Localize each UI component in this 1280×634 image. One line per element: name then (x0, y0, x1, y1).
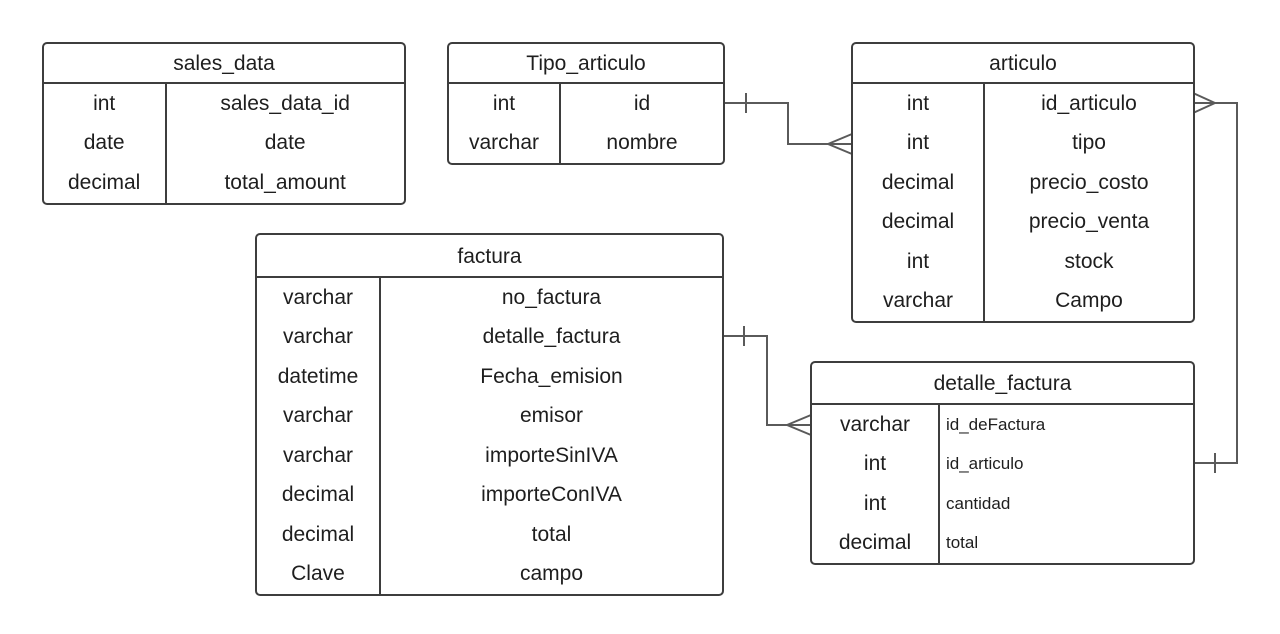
field-type: datetime (277, 364, 359, 388)
field-type: decimal (881, 170, 955, 194)
field-type: varchar (839, 412, 911, 436)
column-divider (165, 84, 167, 203)
field-name: stock (1064, 249, 1114, 273)
field-row: decimal precio_costo (853, 163, 1193, 203)
field-row: int sales_data_id (44, 84, 404, 124)
field-row: decimal importeConIVA (257, 476, 722, 516)
field-type: varchar (882, 289, 954, 313)
field-name: nombre (606, 131, 678, 155)
field-row: decimal total (812, 524, 1193, 564)
column-divider (938, 405, 940, 563)
field-row: varchar no_factura (257, 278, 722, 318)
field-type: int (863, 452, 887, 476)
field-row: varchar id_deFactura (812, 405, 1193, 445)
entity-title: articulo (853, 44, 1193, 84)
field-row: Clave campo (257, 555, 722, 595)
field-type: decimal (281, 483, 355, 507)
field-type: int (906, 249, 930, 273)
field-name: campo (519, 562, 584, 586)
field-name: detalle_factura (482, 325, 621, 349)
field-type: int (863, 491, 887, 515)
field-type: Clave (291, 562, 345, 586)
entity-title: sales_data (44, 44, 404, 84)
field-type: varchar (282, 404, 354, 428)
field-type: varchar (282, 443, 354, 467)
field-type: date (83, 131, 125, 155)
field-type: decimal (838, 531, 912, 555)
field-type: int (906, 131, 930, 155)
field-name: id (633, 91, 651, 115)
field-row: int tipo (853, 124, 1193, 164)
entity-detalle-factura[interactable]: detalle_factura varchar id_deFactura int… (810, 361, 1195, 565)
field-name: importeSinIVA (485, 443, 618, 467)
field-row: int id_articulo (812, 445, 1193, 485)
field-row: int id (449, 84, 723, 124)
field-name: date (264, 131, 306, 155)
entity-sales-data[interactable]: sales_data int sales_data_id date date d… (42, 42, 406, 205)
field-type: varchar (282, 285, 354, 309)
field-type: varchar (468, 131, 540, 155)
field-type: decimal (67, 170, 141, 194)
relationship-articulo-to-detalle-factura (1192, 92, 1238, 473)
field-name: precio_venta (1028, 210, 1150, 234)
field-type: int (492, 91, 516, 115)
field-name: sales_data_id (220, 91, 350, 115)
column-divider (379, 278, 381, 594)
field-type: int (93, 91, 116, 115)
entity-tipo-articulo[interactable]: Tipo_articulo int id varchar nombre (447, 42, 725, 165)
field-row: decimal precio_venta (853, 203, 1193, 243)
field-row: varchar detalle_factura (257, 318, 722, 358)
entity-title: factura (257, 235, 722, 278)
field-name: total_amount (224, 170, 346, 194)
column-divider (983, 84, 985, 321)
field-type: decimal (881, 210, 955, 234)
field-row: date date (44, 124, 404, 164)
field-name: total (531, 522, 572, 546)
field-type: int (906, 91, 930, 115)
field-name: no_factura (501, 285, 602, 309)
field-name: Campo (1055, 289, 1123, 313)
field-row: decimal total (257, 515, 722, 555)
field-row: varchar nombre (449, 124, 723, 164)
field-row: decimal total_amount (44, 163, 404, 203)
field-name: Fecha_emision (480, 364, 623, 388)
field-name: total (946, 533, 979, 553)
field-row: varchar Campo (853, 282, 1193, 322)
field-row: datetime Fecha_emision (257, 357, 722, 397)
column-divider (559, 84, 561, 163)
field-row: varchar emisor (257, 397, 722, 437)
field-name: cantidad (946, 493, 1011, 513)
entity-articulo[interactable]: articulo int id_articulo int tipo decima… (851, 42, 1195, 323)
relationship-tipo-articulo-to-articulo (724, 93, 853, 155)
field-name: id_deFactura (946, 414, 1046, 434)
field-row: int stock (853, 242, 1193, 282)
entity-title: detalle_factura (812, 363, 1193, 405)
entity-factura[interactable]: factura varchar no_factura varchar detal… (255, 233, 724, 596)
field-row: varchar importeSinIVA (257, 436, 722, 476)
field-row: int cantidad (812, 484, 1193, 524)
field-name: tipo (1072, 131, 1106, 155)
field-row: int id_articulo (853, 84, 1193, 124)
relationship-factura-to-detalle-factura (722, 326, 812, 436)
entity-title: Tipo_articulo (449, 44, 723, 84)
field-name: emisor (519, 404, 583, 428)
field-type: varchar (282, 325, 354, 349)
field-name: id_articulo (946, 454, 1024, 474)
field-name: id_articulo (1041, 91, 1137, 115)
field-name: precio_costo (1029, 170, 1149, 194)
field-type: decimal (281, 522, 355, 546)
field-name: importeConIVA (481, 483, 622, 507)
